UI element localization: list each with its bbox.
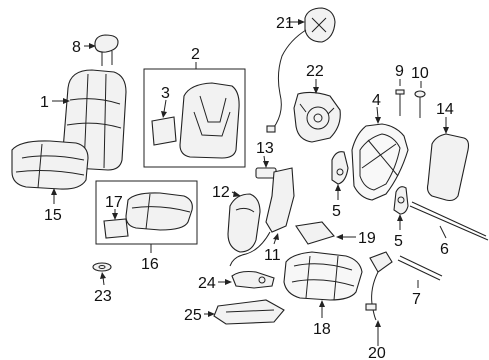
- callout-3: 3: [161, 85, 170, 102]
- callout-19: 19: [358, 230, 376, 247]
- group-box-16: [95, 180, 198, 245]
- callout-25: 25: [184, 307, 202, 324]
- rod-part-6: [409, 201, 489, 241]
- rod-part-7: [397, 255, 443, 281]
- plate-part-19: [295, 221, 335, 245]
- callout-5-lower: 5: [394, 233, 403, 250]
- bolt-part-9: [395, 89, 405, 116]
- callout-5-upper: 5: [332, 203, 341, 220]
- seat-back-cover-part: [179, 82, 240, 159]
- leader-lines: [51, 19, 449, 346]
- callout-24: 24: [198, 275, 216, 292]
- motor-harness-part: [365, 251, 393, 321]
- side-panel-part: [229, 167, 295, 267]
- pad-part-17: [103, 218, 129, 239]
- callout-18: 18: [313, 321, 331, 338]
- callout-10: 10: [411, 65, 429, 82]
- washer-part: [92, 262, 112, 272]
- group-box-2: [143, 68, 246, 168]
- callout-14: 14: [436, 101, 454, 118]
- callout-17: 17: [105, 194, 123, 211]
- callout-labels: 1 2 3 4 5 5 6 7 8 9 10 11 12 13 14 15 16…: [40, 15, 454, 360]
- seat-frame-part: [283, 251, 363, 301]
- callout-16: 16: [141, 256, 159, 273]
- module-with-harness-part: [266, 7, 336, 133]
- callout-4: 4: [372, 92, 381, 109]
- bracket-part-24: [231, 270, 275, 289]
- latch-part-upper: [331, 151, 349, 185]
- callout-1: 1: [40, 94, 49, 111]
- callout-23: 23: [94, 288, 112, 305]
- connector-part: [255, 167, 277, 179]
- callout-12: 12: [212, 184, 230, 201]
- callout-13: 13: [256, 140, 274, 157]
- callout-9: 9: [395, 63, 404, 80]
- recliner-mechanism-part: [293, 91, 341, 143]
- callout-11: 11: [264, 247, 281, 264]
- track-part-25: [213, 299, 285, 325]
- seat-back-frame-part: [351, 123, 409, 201]
- callout-2: 2: [191, 46, 200, 63]
- side-shield-part: [227, 193, 261, 253]
- pad-part-3: [151, 116, 177, 146]
- callout-8: 8: [72, 39, 81, 56]
- seat-cushion-part: [11, 140, 89, 190]
- callout-22: 22: [306, 63, 324, 80]
- callout-20: 20: [368, 345, 386, 360]
- latch-part-lower: [393, 186, 409, 215]
- callout-15: 15: [44, 207, 62, 224]
- back-panel-part: [426, 133, 470, 202]
- headrest-part: [94, 34, 119, 66]
- cushion-cover-part: [125, 192, 193, 231]
- callout-21: 21: [276, 15, 294, 32]
- callout-7: 7: [412, 291, 421, 308]
- bolt-part-10: [414, 90, 426, 118]
- callout-6: 6: [440, 241, 449, 258]
